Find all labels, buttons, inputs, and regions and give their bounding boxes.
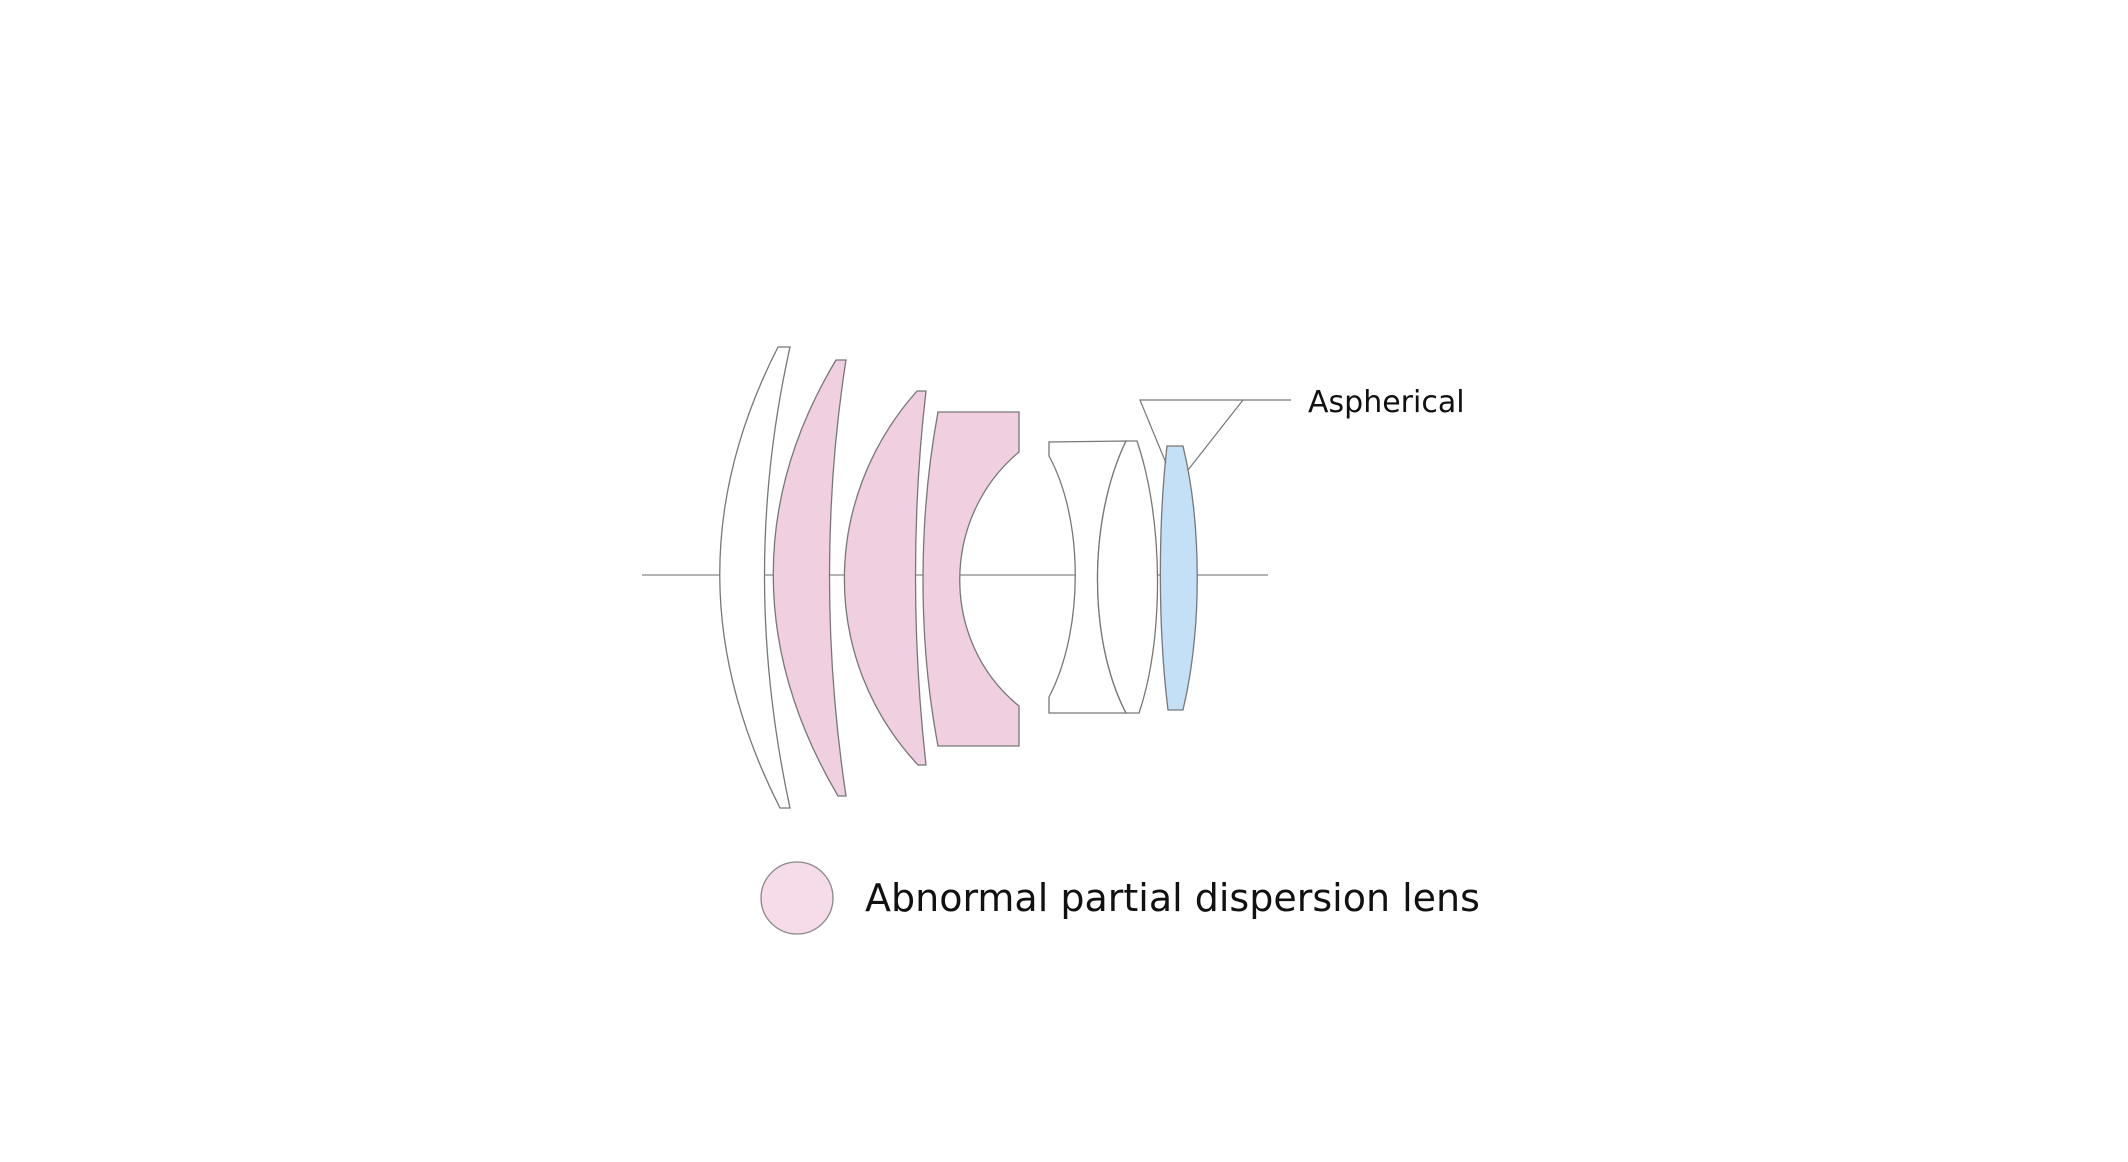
- lens-element-1: [719, 346, 791, 809]
- lens-element-6: [1096, 440, 1159, 714]
- legend-swatch: [760, 861, 834, 935]
- aspherical-callout-leader: [1139, 399, 1291, 471]
- lens-element-3: [843, 390, 927, 766]
- lens-element-2: [772, 359, 847, 797]
- lens-element-7-aspherical: [1159, 445, 1198, 711]
- aspherical-label: Aspherical: [1308, 385, 1465, 420]
- lens-element-4: [922, 411, 1020, 747]
- legend-label: Abnormal partial dispersion lens: [865, 876, 1480, 920]
